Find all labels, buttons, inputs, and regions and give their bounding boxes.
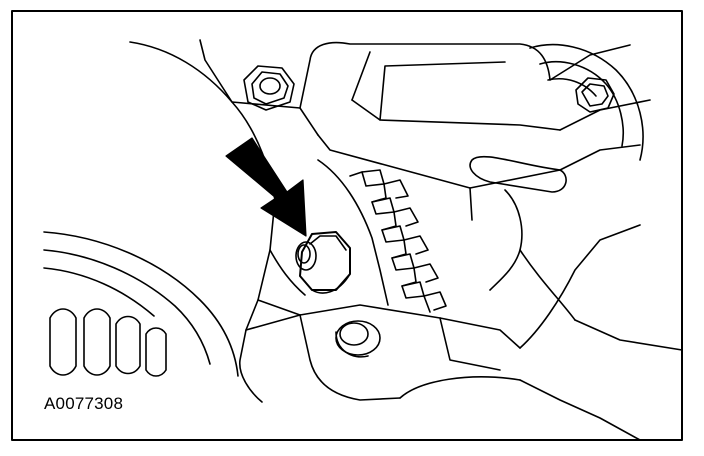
housing-bolt-top xyxy=(243,65,295,111)
lower-round-plug xyxy=(335,320,381,358)
toothed-rack xyxy=(349,169,447,313)
plug-bolt-icon xyxy=(295,231,351,294)
figure-frame xyxy=(11,10,683,441)
figure-id-label: A0077308 xyxy=(44,394,124,413)
housing-bolt-right xyxy=(575,77,615,113)
housing-boss-right xyxy=(529,43,644,161)
housing-slot xyxy=(469,155,567,193)
flywheel-housing xyxy=(43,231,239,377)
callout-arrow-icon xyxy=(225,137,307,237)
